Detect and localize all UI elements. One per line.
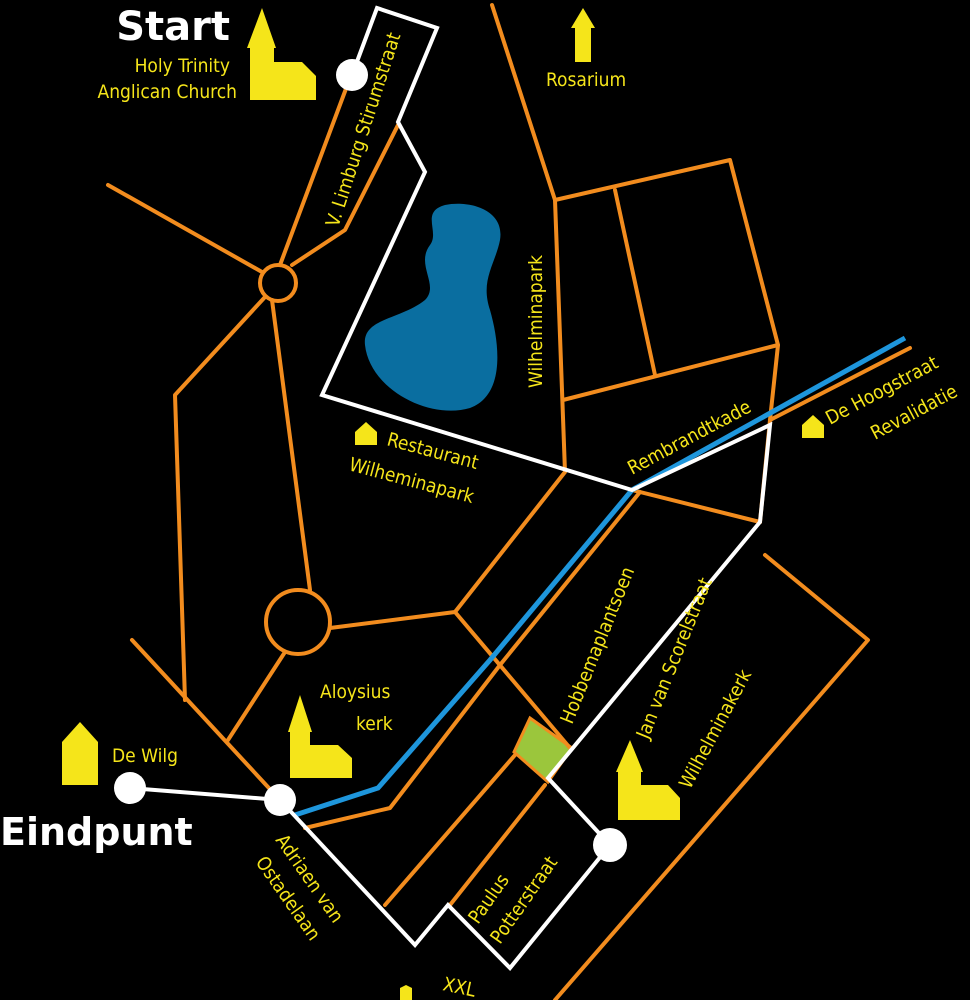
label-wilhelminakerk: Wilhelminakerk [675,666,756,792]
church-icon [62,722,98,785]
end-title: Eindpunt [0,810,193,854]
start-place-line2: Anglican Church [98,81,237,103]
label-aloysius-2: kerk [356,713,393,735]
arrow-up-icon [400,985,412,1000]
road [226,650,287,742]
label-rembrandtkade: Rembrandtkade [624,396,755,479]
road [106,183,264,274]
roads [106,3,912,1000]
road [553,158,780,524]
label-hobbema: Hobbemaplantsoen [556,564,639,727]
waypoint-icon [114,772,146,804]
road [453,610,572,750]
label-aloysius-1: Aloysius [320,681,390,703]
label-wilhelminapark: Wilhelminapark [525,255,547,388]
road [613,188,657,377]
house-icon [802,415,824,438]
lake [364,203,501,411]
label-limburg: V. Limburg Stirumstraat [322,30,406,230]
church-icon [616,740,680,820]
waypoint-icon [336,59,368,91]
label-xxl: XXL [441,973,478,1000]
road [328,3,567,630]
house-icon [355,422,377,445]
road [278,76,352,267]
road [173,295,267,702]
label-rosarium: Rosarium [546,69,626,91]
park-square [512,715,575,785]
road [448,783,547,907]
label-dewilg: De Wilg [112,745,178,767]
road [561,343,780,402]
road [383,753,517,907]
road [270,298,312,592]
road [290,123,400,267]
road [630,488,762,524]
church-icon [288,695,352,778]
roundabout [258,263,298,303]
walking-route [129,5,773,971]
canal [294,335,907,818]
church-icon [247,8,316,100]
road [130,638,282,802]
waypoint-icon [264,784,296,816]
arrow-up-icon [571,8,595,62]
start-place-line1: Holy Trinity [135,55,230,77]
start-title: Start [116,4,230,50]
roundabout [264,588,332,656]
road [553,553,870,1000]
waypoint-icon [593,828,627,862]
road [768,346,912,422]
road [303,490,642,830]
